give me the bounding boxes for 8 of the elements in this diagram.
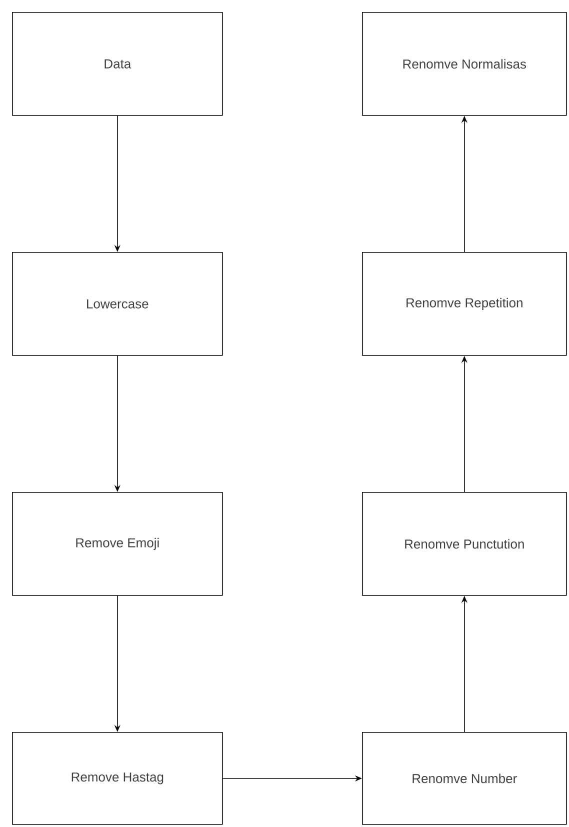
process-box: Renomve Number (362, 732, 567, 825)
process-box: Remove Emoji (12, 492, 223, 596)
process-box: Lowercase (12, 252, 223, 356)
process-box: Renomve Punctution (362, 492, 567, 596)
process-box: Renomve Repetition (362, 252, 567, 356)
process-box: Data (12, 12, 223, 116)
process-box: Remove Hastag (12, 732, 223, 825)
process-box: Renomve Normalisas (362, 12, 567, 116)
